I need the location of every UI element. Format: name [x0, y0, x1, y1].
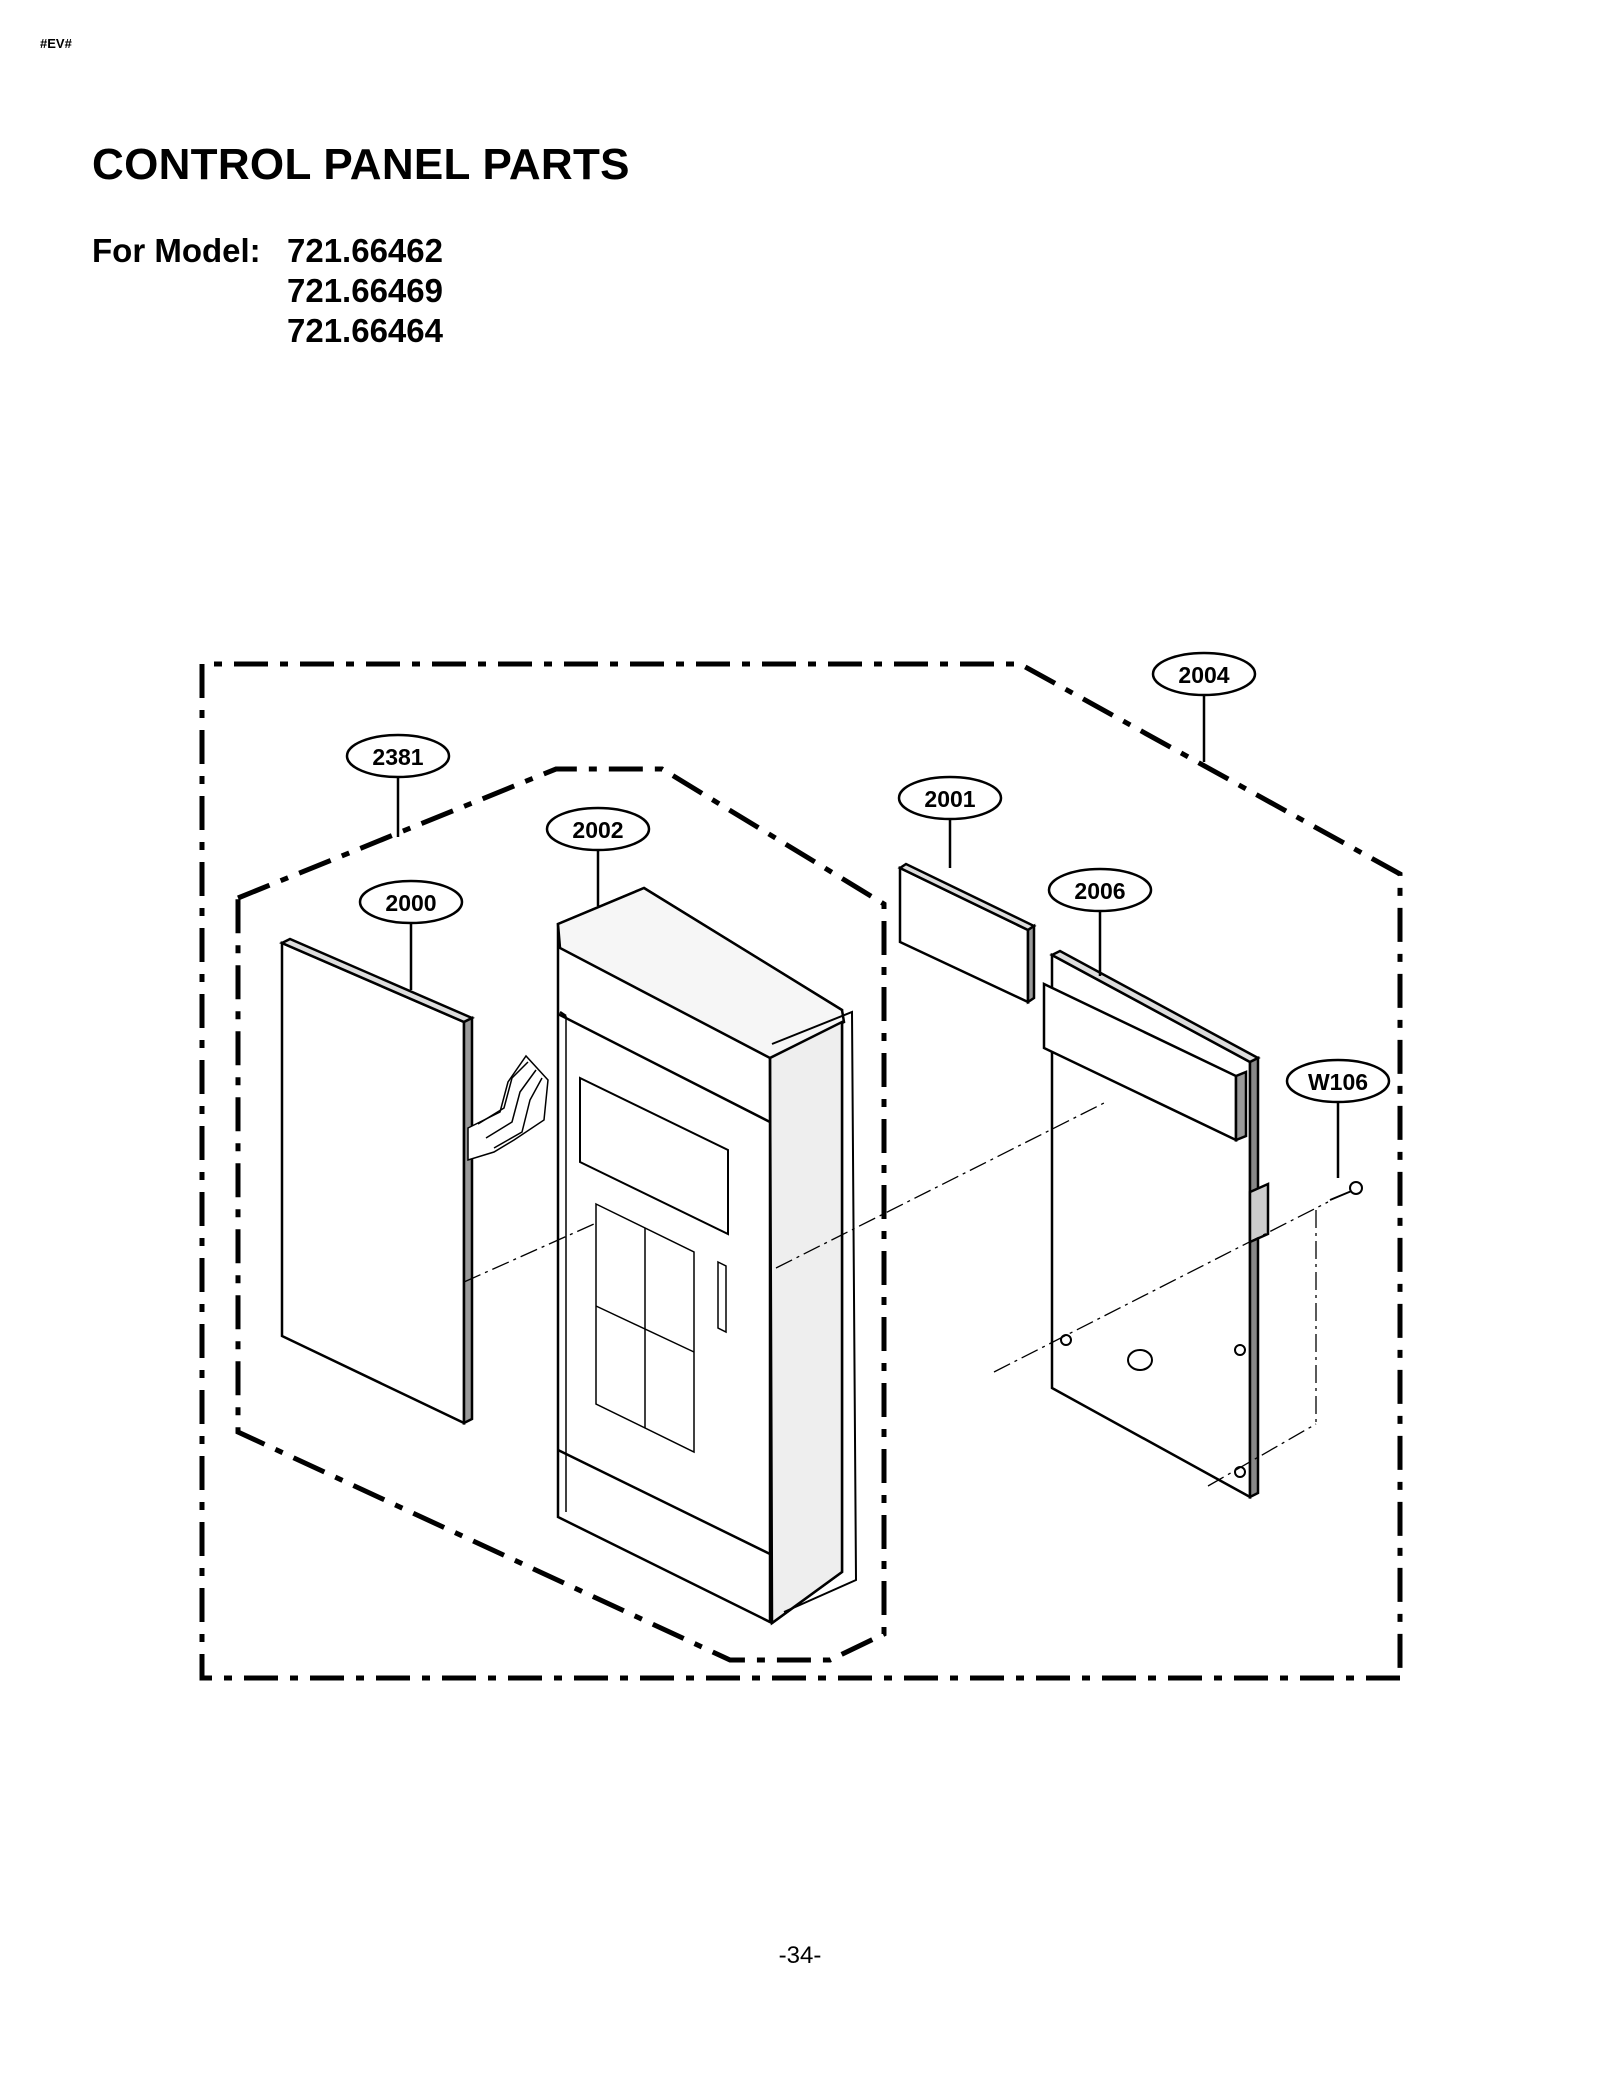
model-number: 721.66469 [287, 272, 443, 309]
model-number: 721.66464 [287, 312, 443, 349]
model-number: 721.66462 [287, 232, 443, 269]
callout-2006: 2006 [1074, 878, 1125, 904]
callout-2001: 2001 [924, 786, 975, 812]
header-tag: #EV# [40, 36, 72, 51]
callout-2000: 2000 [385, 890, 436, 916]
part-2000-sheet [279, 937, 475, 1426]
callout-2001-oval [897, 775, 1003, 821]
model-label: For Model: [92, 232, 261, 269]
ribbon-cable [467, 1054, 549, 1162]
assembly-guide-lines [463, 1101, 1329, 1487]
callout-2004: 2004 [1178, 662, 1229, 688]
callout-w106: W106 [1308, 1069, 1368, 1095]
callout-2381-oval [345, 733, 451, 779]
callout-2002: 2002 [572, 817, 623, 843]
part-w106-screw [1329, 1181, 1363, 1201]
page-title: CONTROL PANEL PARTS [92, 140, 630, 189]
callout-2002-oval [545, 806, 651, 852]
callout-2000-oval [358, 879, 464, 925]
part-2002-panel [556, 886, 858, 1626]
page-number: -34- [778, 1942, 822, 1969]
callout-2004-oval [1151, 651, 1257, 697]
callout-2006-oval [1047, 867, 1153, 913]
part-2006-pcb [1042, 949, 1270, 1500]
assembly-boundary-inner [235, 766, 887, 1663]
assembly-boundary-outer [199, 661, 1403, 1681]
callout-w106-oval [1285, 1058, 1391, 1104]
part-2001-label [897, 862, 1037, 1005]
callout-2381: 2381 [372, 744, 423, 770]
